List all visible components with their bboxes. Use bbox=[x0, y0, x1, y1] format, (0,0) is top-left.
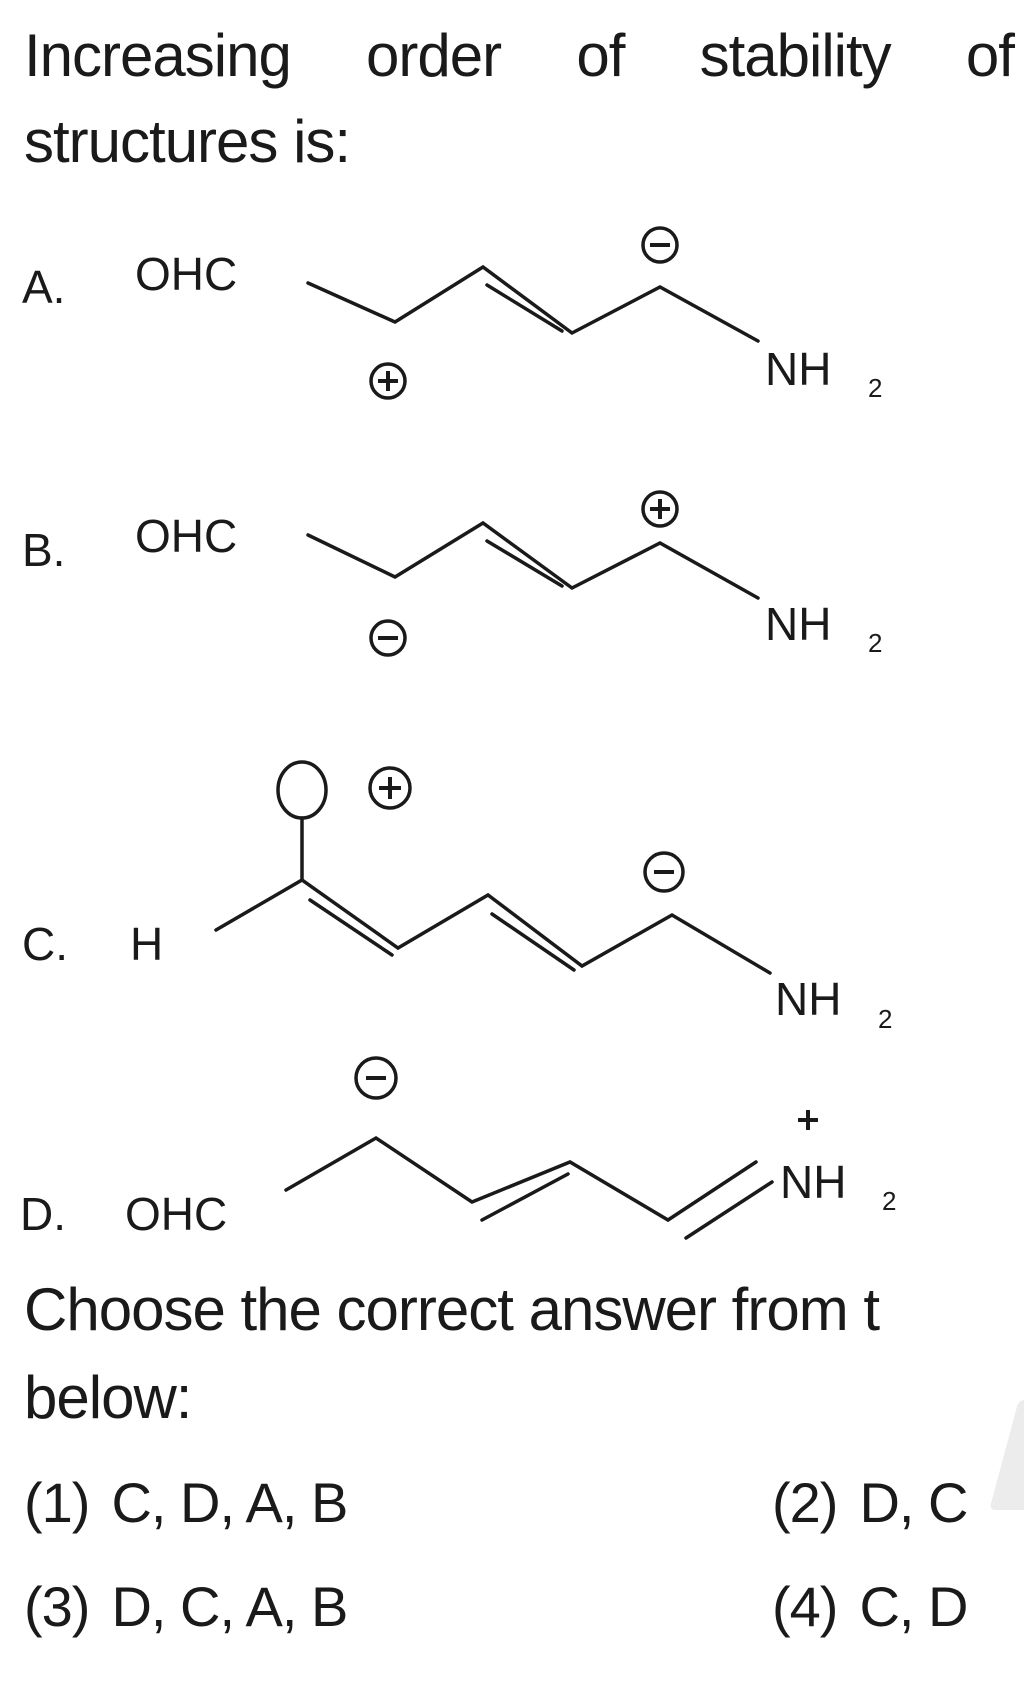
carbon-chain bbox=[306, 264, 760, 343]
right-group: NH bbox=[765, 343, 831, 395]
option-number: (2) bbox=[772, 1471, 838, 1534]
question-word: of bbox=[576, 22, 625, 89]
question-line-2: structures is: bbox=[24, 108, 351, 175]
instruction-line-2: below: bbox=[24, 1364, 192, 1431]
structure-label: B. bbox=[22, 524, 65, 576]
structure-label: A. bbox=[22, 261, 65, 313]
left-group: OHC bbox=[135, 248, 237, 300]
structure-label: C. bbox=[22, 918, 68, 970]
subscript: 2 bbox=[878, 1004, 892, 1034]
carbon-chain bbox=[306, 520, 760, 600]
option-number: (3) bbox=[24, 1575, 90, 1638]
right-group: NH bbox=[775, 973, 841, 1025]
option-text: D, C bbox=[859, 1471, 968, 1534]
question-word: of bbox=[965, 22, 1015, 89]
double-bond-line bbox=[684, 1180, 774, 1240]
question-word: order bbox=[366, 22, 502, 89]
left-group: OHC bbox=[135, 510, 237, 562]
negative-charge-icon bbox=[354, 1056, 398, 1100]
option-number: (4) bbox=[772, 1575, 838, 1638]
structure-c: C. H NH 2 bbox=[0, 740, 1024, 1040]
question-word: stability bbox=[699, 22, 892, 89]
double-bond-line bbox=[480, 1172, 570, 1222]
double-bond-line bbox=[485, 283, 564, 333]
instruction-line-1: Choose the correct answer from t bbox=[24, 1276, 880, 1343]
structure-label: D. bbox=[20, 1188, 66, 1240]
positive-charge-icon bbox=[369, 362, 407, 400]
positive-charge-icon bbox=[641, 490, 679, 528]
option-4[interactable]: (4) C, D bbox=[772, 1574, 968, 1639]
option-2[interactable]: (2) D, C bbox=[772, 1470, 968, 1535]
structure-d: D. OHC NH 2 bbox=[0, 1040, 1024, 1240]
option-1[interactable]: (1) C, D, A, B bbox=[24, 1470, 348, 1535]
right-group: NH bbox=[765, 598, 831, 650]
double-bond-line bbox=[490, 912, 576, 972]
negative-charge-icon bbox=[641, 226, 679, 264]
right-group: NH bbox=[780, 1156, 846, 1208]
option-number: (1) bbox=[24, 1471, 90, 1534]
carbon-chain bbox=[284, 1135, 758, 1223]
plus-sign-icon bbox=[798, 1110, 818, 1130]
structure-b: B. OHC NH 2 bbox=[0, 480, 1024, 680]
question-word: Increasing bbox=[24, 22, 292, 89]
oxygen-circle-icon bbox=[276, 760, 328, 820]
negative-charge-icon bbox=[643, 851, 685, 893]
question-line-1: Increasing order of stability of bbox=[24, 22, 1015, 89]
option-text: C, D bbox=[859, 1575, 968, 1638]
option-text: D, C, A, B bbox=[111, 1575, 348, 1638]
subscript: 2 bbox=[868, 628, 882, 658]
option-text: C, D, A, B bbox=[111, 1471, 348, 1534]
double-bond-line bbox=[308, 898, 394, 957]
positive-charge-icon bbox=[368, 766, 412, 810]
structure-a: A. OHC NH 2 bbox=[0, 215, 1024, 415]
negative-charge-icon bbox=[369, 619, 407, 657]
carbon-chain bbox=[214, 877, 772, 975]
left-group: H bbox=[130, 918, 163, 970]
subscript: 2 bbox=[882, 1186, 896, 1216]
option-3[interactable]: (3) D, C, A, B bbox=[24, 1574, 348, 1639]
double-bond-line bbox=[485, 539, 564, 588]
background-artifact bbox=[989, 1400, 1024, 1510]
subscript: 2 bbox=[868, 373, 882, 403]
left-group: OHC bbox=[125, 1188, 227, 1240]
